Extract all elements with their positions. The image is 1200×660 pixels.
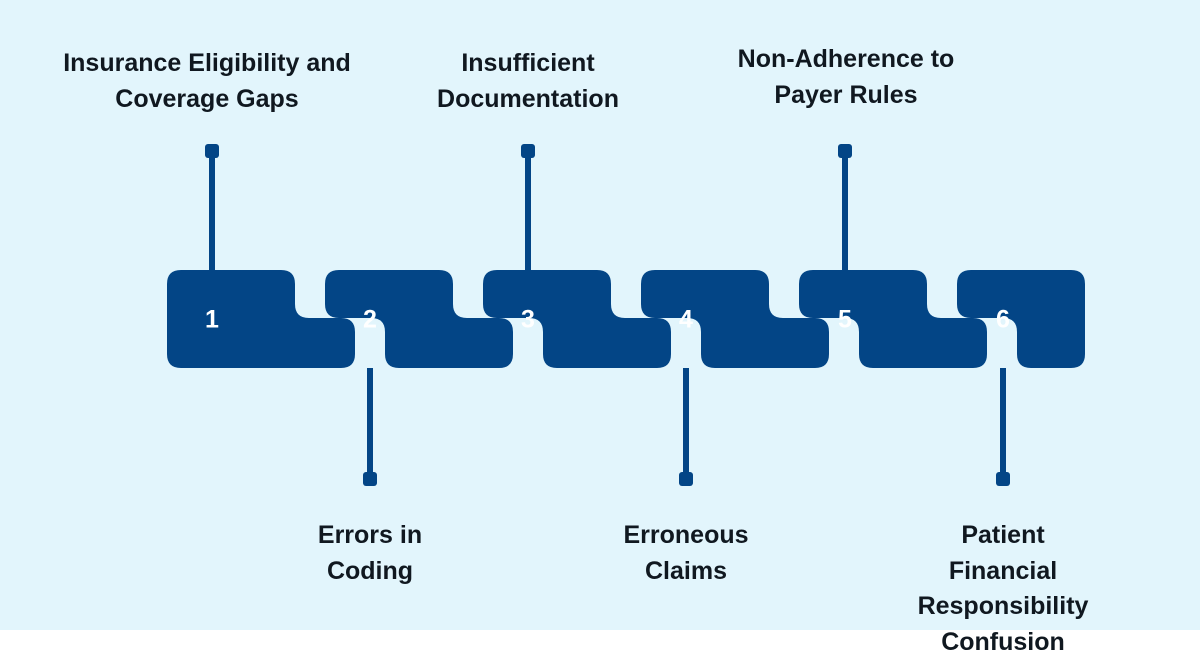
step-blocks-layer <box>167 144 1085 486</box>
step-connector-5 <box>838 144 852 270</box>
step-caption-2: Errors in Coding <box>317 521 423 585</box>
connector-line <box>842 144 848 270</box>
diagram-stage: 1 2 3 4 5 6 Insurance Eligibility and Coverag… <box>63 45 1088 656</box>
step-connector-1 <box>205 144 219 270</box>
connector-endpoint-marker <box>996 472 1010 486</box>
step-connector-2 <box>363 368 377 486</box>
step-block-5[interactable] <box>799 270 987 368</box>
connector-line <box>1000 368 1006 486</box>
step-number-2: 2 <box>363 305 377 334</box>
step-connector-6 <box>996 368 1010 486</box>
connector-line <box>209 144 215 270</box>
step-caption-1: Insurance Eligibility and Coverage Gaps <box>63 49 351 113</box>
connector-endpoint-marker <box>838 144 852 158</box>
step-caption-3: Insufficient Documentation <box>437 49 619 113</box>
step-block-1[interactable] <box>167 270 355 368</box>
connector-line <box>683 368 689 486</box>
connector-endpoint-marker <box>679 472 693 486</box>
step-block-3[interactable] <box>483 270 671 368</box>
step-connector-3 <box>521 144 535 270</box>
connector-line <box>367 368 373 486</box>
step-caption-4: Erroneous Claims <box>623 521 749 585</box>
connector-endpoint-marker <box>205 144 219 158</box>
step-number-3: 3 <box>521 305 535 334</box>
step-block-2[interactable] <box>325 270 513 368</box>
step-number-6: 6 <box>996 305 1010 334</box>
connector-line <box>525 144 531 270</box>
step-caption-5: Non-Adherence to Payer Rules <box>737 45 955 109</box>
step-block-6[interactable] <box>957 270 1085 368</box>
connector-endpoint-marker <box>363 472 377 486</box>
connector-endpoint-marker <box>521 144 535 158</box>
step-block-4[interactable] <box>641 270 829 368</box>
step-number-4: 4 <box>679 305 693 334</box>
step-caption-6: Patient Financial Responsibility Confusi… <box>917 521 1089 656</box>
step-number-5: 5 <box>838 305 852 334</box>
step-connector-4 <box>679 368 693 486</box>
step-number-1: 1 <box>205 305 219 334</box>
